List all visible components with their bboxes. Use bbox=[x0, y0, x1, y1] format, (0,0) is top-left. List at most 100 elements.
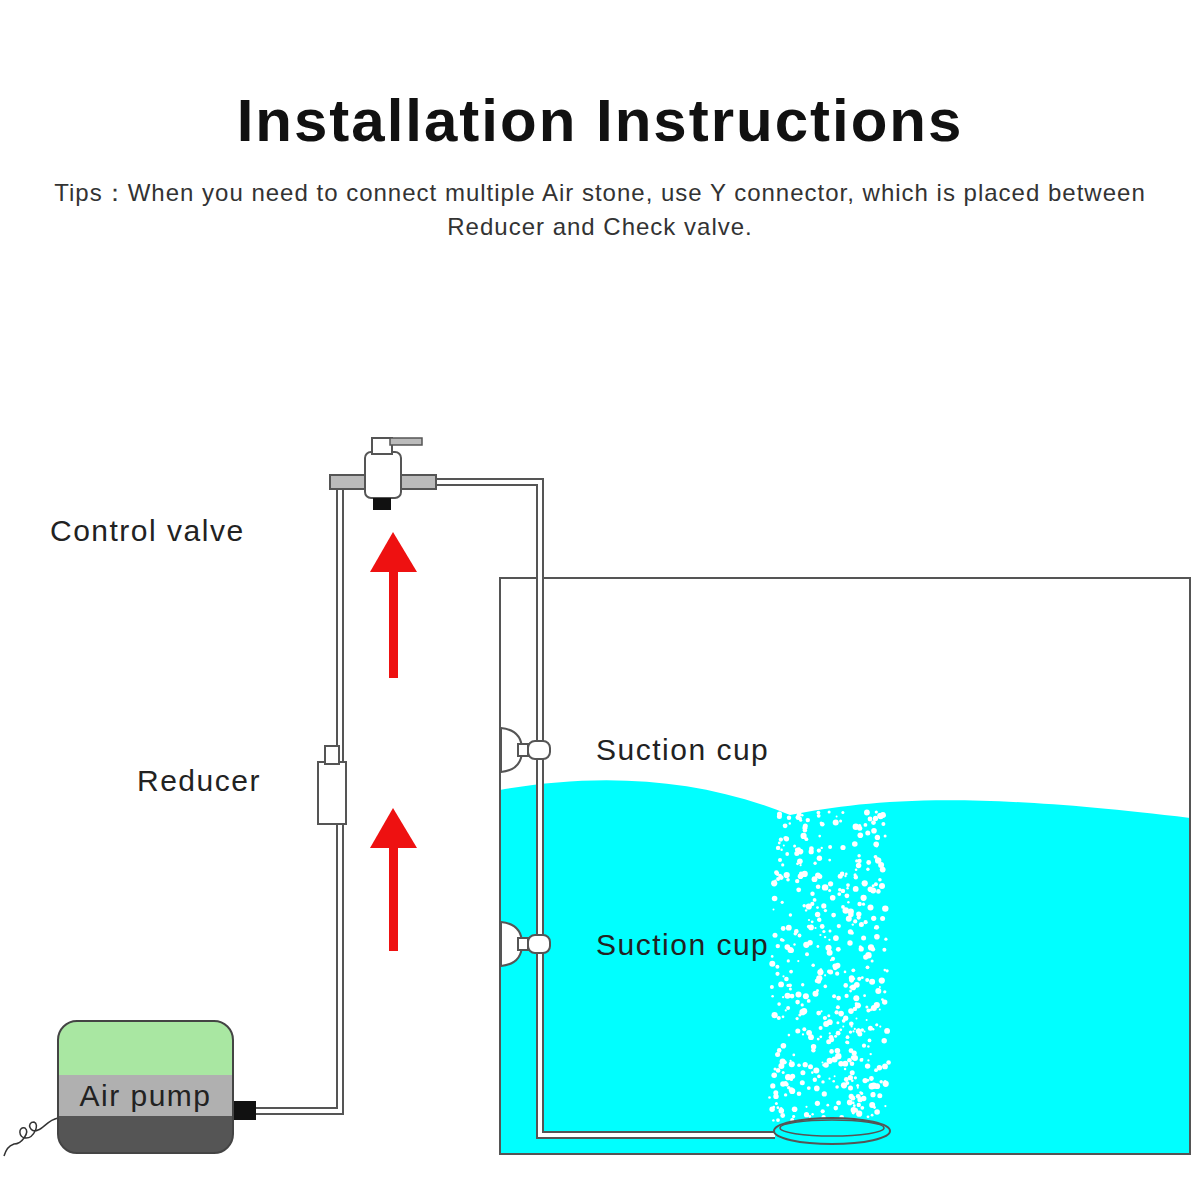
bubble bbox=[836, 1021, 839, 1024]
bubble bbox=[884, 835, 887, 838]
bubble bbox=[836, 816, 838, 818]
bubble bbox=[773, 1094, 778, 1099]
bubble bbox=[866, 965, 870, 969]
bubble bbox=[853, 824, 859, 830]
bubble bbox=[808, 1115, 811, 1118]
bubble bbox=[861, 895, 867, 901]
bubble bbox=[817, 856, 822, 861]
bubble bbox=[785, 852, 789, 856]
bubble bbox=[841, 1082, 847, 1088]
bubble bbox=[780, 1113, 785, 1118]
bubble bbox=[798, 849, 804, 855]
bubble bbox=[849, 1048, 854, 1053]
bubble bbox=[867, 1059, 869, 1061]
bubble bbox=[796, 815, 801, 820]
bubble bbox=[869, 979, 875, 985]
bubble bbox=[866, 868, 869, 871]
bubble bbox=[840, 845, 845, 850]
suction-cup bbox=[501, 728, 550, 772]
bubble bbox=[784, 977, 789, 982]
bubble bbox=[802, 871, 808, 877]
bubble bbox=[818, 835, 821, 838]
bubble bbox=[865, 1063, 870, 1068]
bubble bbox=[856, 1018, 858, 1020]
bubble bbox=[773, 909, 775, 911]
part-label: Control valve bbox=[50, 514, 245, 548]
bubble bbox=[780, 938, 783, 941]
bubble bbox=[866, 860, 871, 865]
bubble bbox=[789, 1087, 793, 1091]
bubble bbox=[838, 1011, 844, 1017]
bubble bbox=[875, 810, 878, 813]
bubble bbox=[846, 883, 850, 887]
bubble bbox=[877, 1093, 882, 1098]
bubble bbox=[784, 1093, 787, 1096]
bubble bbox=[802, 1027, 806, 1031]
bubble bbox=[808, 1064, 813, 1069]
bubble bbox=[874, 1109, 880, 1115]
bubble bbox=[833, 935, 839, 941]
bubble bbox=[849, 1022, 854, 1027]
bubble bbox=[824, 985, 828, 989]
bubble bbox=[777, 1002, 781, 1006]
bubble bbox=[829, 1032, 831, 1034]
bubble bbox=[820, 822, 825, 827]
bubble bbox=[814, 927, 816, 929]
bubble bbox=[829, 1035, 834, 1040]
bubble bbox=[786, 925, 792, 931]
bubble bbox=[771, 995, 774, 998]
tank bbox=[500, 578, 1190, 1154]
bubble bbox=[815, 912, 820, 917]
flow-arrow bbox=[370, 532, 417, 951]
bubble bbox=[886, 1060, 891, 1065]
bubble bbox=[776, 1068, 781, 1073]
bubble bbox=[778, 858, 782, 862]
air-tube bbox=[255, 482, 775, 1135]
bubble bbox=[876, 889, 881, 894]
bubble bbox=[861, 1058, 863, 1060]
bubble bbox=[814, 1086, 820, 1092]
bubble bbox=[772, 1012, 778, 1018]
bubble bbox=[769, 1107, 774, 1112]
bubble bbox=[792, 1107, 798, 1113]
bubble bbox=[775, 965, 779, 969]
bubble bbox=[844, 971, 847, 974]
bubble bbox=[874, 934, 880, 940]
bubble bbox=[883, 1081, 889, 1087]
bubble bbox=[859, 922, 864, 927]
bubble bbox=[828, 811, 831, 814]
bubble bbox=[861, 936, 866, 941]
bubble bbox=[854, 1076, 857, 1079]
part-label: Suction cup bbox=[596, 733, 769, 767]
bubble bbox=[834, 1075, 836, 1077]
bubble bbox=[827, 950, 833, 956]
bubble bbox=[779, 1108, 785, 1114]
bubble bbox=[874, 1068, 878, 1072]
bubble bbox=[805, 909, 807, 911]
bubble bbox=[875, 835, 880, 840]
bubble bbox=[789, 970, 793, 974]
pump-label: Air pump bbox=[59, 1079, 232, 1113]
bubble bbox=[867, 1115, 870, 1118]
bubble bbox=[774, 870, 779, 875]
bubble bbox=[833, 819, 839, 825]
bubble bbox=[835, 1048, 841, 1054]
title: Installation Instructions bbox=[0, 86, 1200, 155]
bubble bbox=[771, 880, 777, 886]
bubble bbox=[857, 1087, 859, 1089]
bubble bbox=[879, 978, 885, 984]
bubble bbox=[795, 1028, 800, 1033]
bubble bbox=[886, 969, 889, 972]
bubble bbox=[882, 1064, 888, 1070]
bubble bbox=[848, 1008, 854, 1014]
bubble bbox=[857, 859, 861, 863]
bubble bbox=[774, 880, 776, 882]
bubble bbox=[862, 1044, 866, 1048]
bubble bbox=[865, 952, 871, 958]
bubble bbox=[852, 1055, 858, 1061]
bubble bbox=[839, 820, 842, 823]
bubble bbox=[847, 940, 852, 945]
bubble bbox=[817, 945, 820, 948]
bubble bbox=[821, 903, 826, 908]
bubble bbox=[795, 1000, 800, 1005]
